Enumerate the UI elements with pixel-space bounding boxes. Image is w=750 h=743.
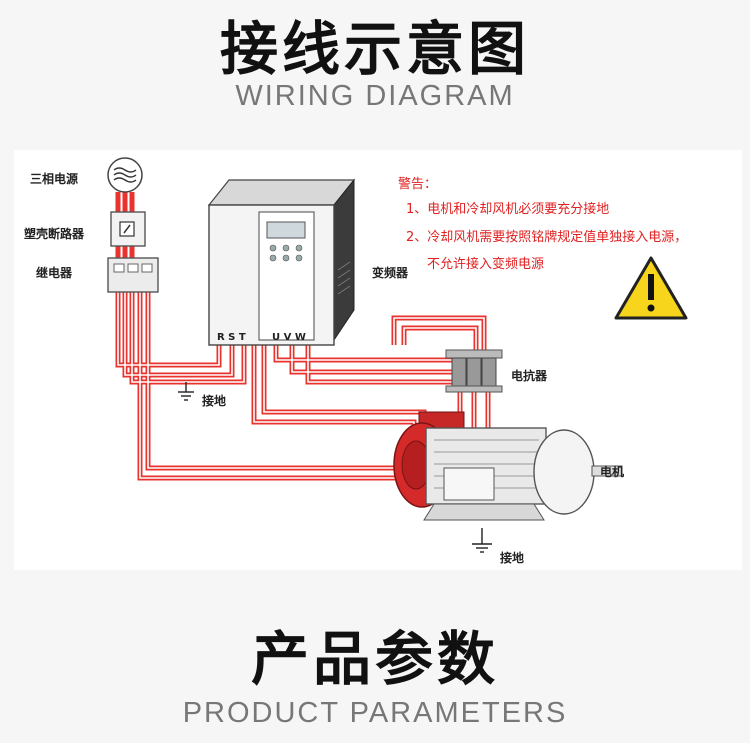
warning-line-3: 不允许接入变频电源	[427, 256, 544, 272]
reactor	[445, 349, 503, 393]
page-subtitle: WIRING DIAGRAM	[235, 80, 515, 112]
terminal-box	[443, 467, 495, 501]
label-power: 三相电源	[30, 171, 78, 186]
ground-icon-2	[472, 528, 492, 553]
label-ground-2: 接地	[500, 550, 524, 565]
label-motor: 电机	[600, 464, 624, 479]
terminal-output-label: U V W	[272, 332, 306, 343]
label-breaker: 塑壳断路器	[24, 226, 85, 241]
label-ground-1: 接地	[202, 393, 226, 408]
warning-line-1: 1、电机和冷却风机必须要充分接地	[406, 201, 609, 217]
wire-loop-top-1	[391, 315, 487, 355]
label-reactor: 电抗器	[511, 368, 548, 383]
power-source	[107, 157, 143, 193]
inverter	[207, 178, 356, 346]
inverter-display	[266, 221, 306, 239]
wiring-diagram: 三相电源 塑壳断路器 继电器	[24, 157, 688, 565]
breaker	[110, 211, 146, 247]
warning-line-2: 2、冷却风机需要按照铭牌规定值单独接入电源，	[406, 229, 687, 245]
wire-inverter-reactor-u	[273, 345, 457, 363]
section-title: 产品参数	[250, 625, 499, 693]
label-relay: 继电器	[36, 265, 73, 280]
wiring-diagram-panel: 三相电源 塑壳断路器 继电器	[14, 150, 742, 570]
motor	[393, 411, 623, 521]
warning-sign-icon	[614, 256, 688, 320]
section-subtitle: PRODUCT PARAMETERS	[182, 697, 568, 729]
terminal-input-label: R S T	[217, 332, 246, 343]
page-title: 接线示意图	[219, 15, 530, 83]
warning-title: 警告：	[398, 176, 437, 192]
label-inverter: 变频器	[372, 265, 409, 280]
relay	[107, 257, 159, 293]
ground-icon-1	[178, 382, 194, 401]
